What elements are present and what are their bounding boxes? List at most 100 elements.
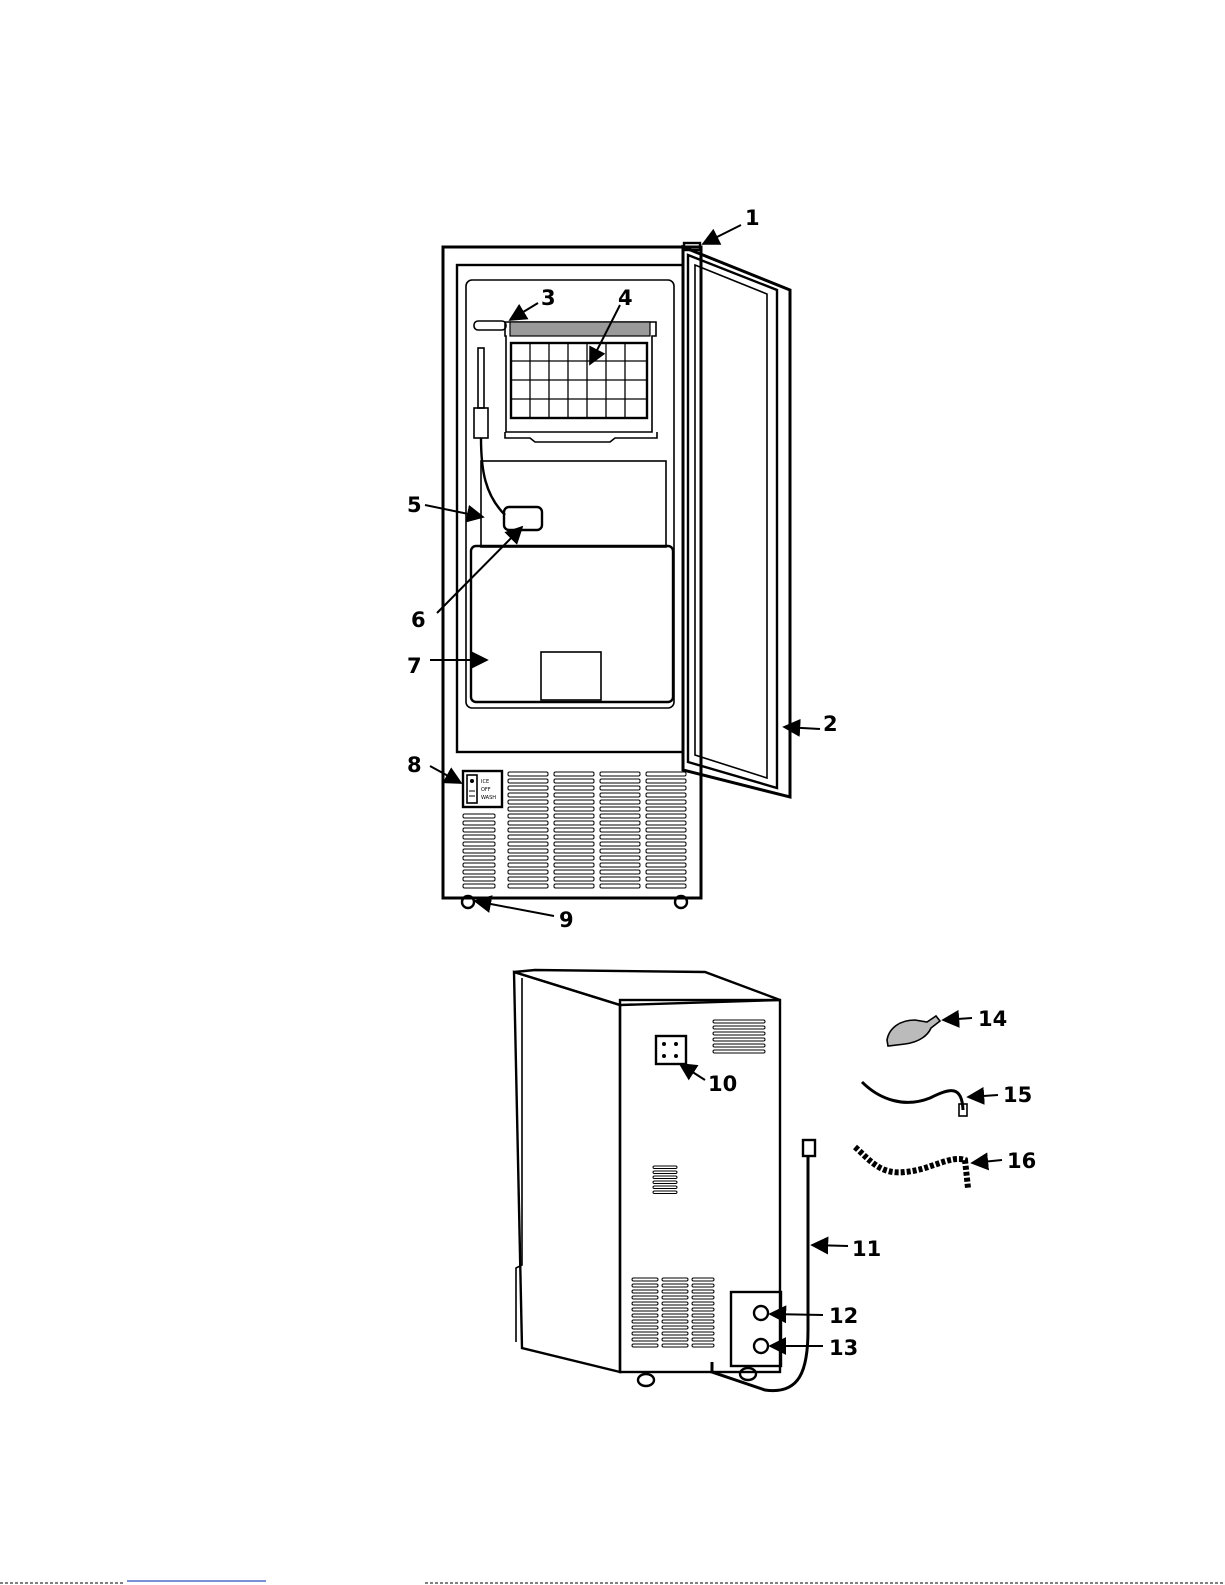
louver-slot bbox=[554, 821, 594, 825]
louver-slot bbox=[646, 870, 686, 874]
vent-slot bbox=[662, 1326, 688, 1329]
sensor-probe bbox=[478, 348, 484, 408]
louver-slot bbox=[463, 877, 495, 881]
vent-slot bbox=[692, 1278, 714, 1281]
vent-slot bbox=[632, 1326, 658, 1329]
vent-slot bbox=[692, 1284, 714, 1287]
louver-slot bbox=[600, 807, 640, 811]
callout-16: 16 bbox=[1007, 1149, 1036, 1173]
louver-slot bbox=[554, 856, 594, 860]
vent-slot bbox=[662, 1320, 688, 1323]
door-outer bbox=[683, 247, 790, 797]
rear-panel-dot-4 bbox=[674, 1054, 678, 1058]
louver-slot bbox=[463, 863, 495, 867]
louver-slot bbox=[508, 870, 548, 874]
water-inlet-port bbox=[754, 1306, 768, 1320]
vent-slot bbox=[692, 1338, 714, 1341]
power-plug bbox=[803, 1140, 815, 1156]
louver-slot bbox=[508, 884, 548, 888]
vent-slot bbox=[653, 1176, 677, 1179]
ice-storage-bin bbox=[471, 546, 673, 702]
rear-cabinet-side bbox=[514, 972, 620, 1372]
louver-slot bbox=[600, 835, 640, 839]
rear-electrical-panel bbox=[656, 1036, 686, 1064]
louver-slot bbox=[600, 884, 640, 888]
louver-slot bbox=[463, 884, 495, 888]
vent-slot bbox=[632, 1314, 658, 1317]
vent-slot bbox=[692, 1332, 714, 1335]
sensor-clip bbox=[474, 408, 488, 438]
evaporator-assembly bbox=[474, 321, 657, 442]
cabinet-liner bbox=[466, 280, 674, 708]
callout-13: 13 bbox=[829, 1336, 858, 1360]
louver-slot bbox=[554, 877, 594, 881]
louver-slot bbox=[600, 842, 640, 846]
louver-slot bbox=[508, 856, 548, 860]
louver-slot bbox=[600, 870, 640, 874]
water-supply-hose bbox=[862, 1082, 963, 1110]
louver-slot bbox=[646, 856, 686, 860]
louver-slot bbox=[554, 814, 594, 818]
louver-slot bbox=[646, 772, 686, 776]
louver-slot bbox=[463, 828, 495, 832]
vent-slot bbox=[632, 1296, 658, 1299]
vent-slot bbox=[713, 1020, 765, 1023]
louver-slot bbox=[508, 807, 548, 811]
drain-hose bbox=[855, 1147, 968, 1188]
ice-scoop bbox=[887, 1016, 940, 1046]
control-label-ice: ICE bbox=[481, 779, 489, 785]
vent-slot bbox=[653, 1191, 677, 1194]
louver-slot bbox=[600, 821, 640, 825]
vent-slot bbox=[662, 1344, 688, 1347]
louver-slot bbox=[554, 842, 594, 846]
vent-slot bbox=[662, 1302, 688, 1305]
louver-slot bbox=[600, 856, 640, 860]
vent-slot bbox=[632, 1338, 658, 1341]
louver-slot bbox=[508, 800, 548, 804]
louver-slot bbox=[554, 884, 594, 888]
arrow-14 bbox=[943, 1018, 972, 1020]
vent-slot bbox=[662, 1338, 688, 1341]
louver-slot bbox=[600, 877, 640, 881]
louver-slot bbox=[554, 772, 594, 776]
louver-slot bbox=[463, 814, 495, 818]
ice-thickness-probe-box bbox=[504, 507, 542, 530]
vent-slot bbox=[632, 1284, 658, 1287]
louver-slot bbox=[508, 772, 548, 776]
louver-slot bbox=[463, 856, 495, 860]
connection-plate bbox=[731, 1292, 781, 1366]
vent-slot bbox=[692, 1296, 714, 1299]
louver-slot bbox=[508, 793, 548, 797]
louver-slot bbox=[508, 786, 548, 790]
front-louver-grille bbox=[463, 772, 686, 888]
vent-slot bbox=[662, 1308, 688, 1311]
vent-slot bbox=[713, 1050, 765, 1053]
louver-slot bbox=[646, 807, 686, 811]
louver-slot bbox=[646, 877, 686, 881]
louver-slot bbox=[554, 786, 594, 790]
vent-slot bbox=[713, 1038, 765, 1041]
louver-slot bbox=[508, 877, 548, 881]
vent-slot bbox=[632, 1320, 658, 1323]
vent-slot bbox=[662, 1290, 688, 1293]
rear-lower-vent bbox=[632, 1278, 714, 1347]
louver-slot bbox=[646, 786, 686, 790]
evaporator-bracket bbox=[505, 322, 657, 442]
louver-slot bbox=[554, 828, 594, 832]
arrow-15 bbox=[968, 1095, 998, 1097]
vent-slot bbox=[713, 1026, 765, 1029]
vent-slot bbox=[653, 1171, 677, 1174]
louver-slot bbox=[508, 835, 548, 839]
vent-slot bbox=[692, 1326, 714, 1329]
vent-slot bbox=[632, 1344, 658, 1347]
louver-slot bbox=[508, 814, 548, 818]
vent-slot bbox=[692, 1314, 714, 1317]
louver-slot bbox=[463, 835, 495, 839]
drain-port bbox=[754, 1339, 768, 1353]
arrow-9 bbox=[475, 901, 554, 916]
louver-slot bbox=[646, 793, 686, 797]
vent-slot bbox=[692, 1344, 714, 1347]
callout-9: 9 bbox=[559, 908, 574, 932]
louver-slot bbox=[646, 835, 686, 839]
callout-5: 5 bbox=[407, 493, 422, 517]
